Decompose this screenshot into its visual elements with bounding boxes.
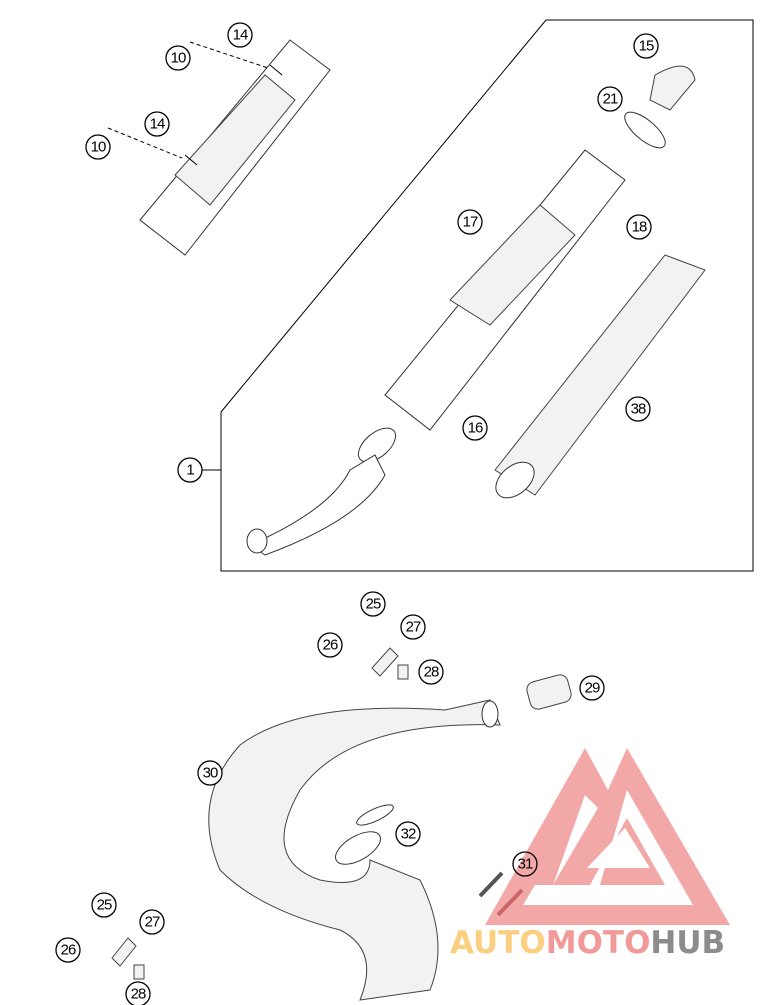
rubber-sleeve <box>526 674 572 710</box>
callout-25: 25 <box>91 892 117 918</box>
silencer <box>246 149 626 556</box>
callout-14: 14 <box>227 22 253 48</box>
callout-26: 26 <box>317 632 343 658</box>
svg-text:32: 32 <box>401 826 416 843</box>
svg-text:38: 38 <box>631 401 646 418</box>
svg-text:1: 1 <box>186 462 194 479</box>
svg-text:30: 30 <box>203 765 218 782</box>
watermark-logo <box>485 748 730 925</box>
callout-31: 31 <box>512 851 538 877</box>
svg-text:27: 27 <box>145 914 160 931</box>
svg-text:29: 29 <box>585 680 600 697</box>
svg-text:18: 18 <box>632 219 647 236</box>
o-ring <box>356 804 394 826</box>
header-pipe <box>208 699 501 1001</box>
callout-28: 28 <box>418 659 444 685</box>
callout-10: 10 <box>85 134 111 160</box>
end-cap <box>624 65 696 149</box>
callout-16: 16 <box>462 415 488 441</box>
callout-30: 30 <box>197 760 223 786</box>
callout-27: 27 <box>139 909 165 935</box>
svg-text:26: 26 <box>61 942 76 959</box>
silencer-mounted-view <box>107 39 331 256</box>
callout-32: 32 <box>395 821 421 847</box>
svg-text:16: 16 <box>468 420 483 437</box>
svg-text:10: 10 <box>91 139 106 156</box>
callout-26: 26 <box>55 937 81 963</box>
callout-25: 25 <box>360 591 386 617</box>
callout-1: 1 <box>177 457 203 483</box>
callout-29: 29 <box>579 675 605 701</box>
mounting-brackets <box>111 647 409 980</box>
springs <box>478 871 524 917</box>
watermark-text: AUTOMOTOHUB <box>450 925 726 961</box>
svg-text:28: 28 <box>131 986 146 1003</box>
callout-21: 21 <box>597 86 623 112</box>
assembly-frame <box>220 19 754 572</box>
svg-text:27: 27 <box>406 619 421 636</box>
svg-text:15: 15 <box>639 38 654 55</box>
callout-18: 18 <box>626 214 652 240</box>
svg-text:14: 14 <box>150 116 165 133</box>
callout-38: 38 <box>625 396 651 422</box>
svg-text:25: 25 <box>366 596 381 613</box>
callout-28: 28 <box>125 981 151 1005</box>
callout-10: 10 <box>165 45 191 71</box>
svg-text:10: 10 <box>171 50 186 67</box>
svg-text:21: 21 <box>603 91 618 108</box>
svg-text:14: 14 <box>233 27 248 44</box>
callout-15: 15 <box>633 33 659 59</box>
svg-text:25: 25 <box>97 897 112 914</box>
protection-cover <box>494 254 706 499</box>
callout-17: 17 <box>457 209 483 235</box>
callout-27: 27 <box>400 614 426 640</box>
callout-14: 14 <box>144 111 170 137</box>
svg-text:26: 26 <box>323 637 338 654</box>
svg-text:28: 28 <box>424 664 439 681</box>
svg-text:17: 17 <box>463 214 478 231</box>
svg-text:31: 31 <box>518 856 533 873</box>
